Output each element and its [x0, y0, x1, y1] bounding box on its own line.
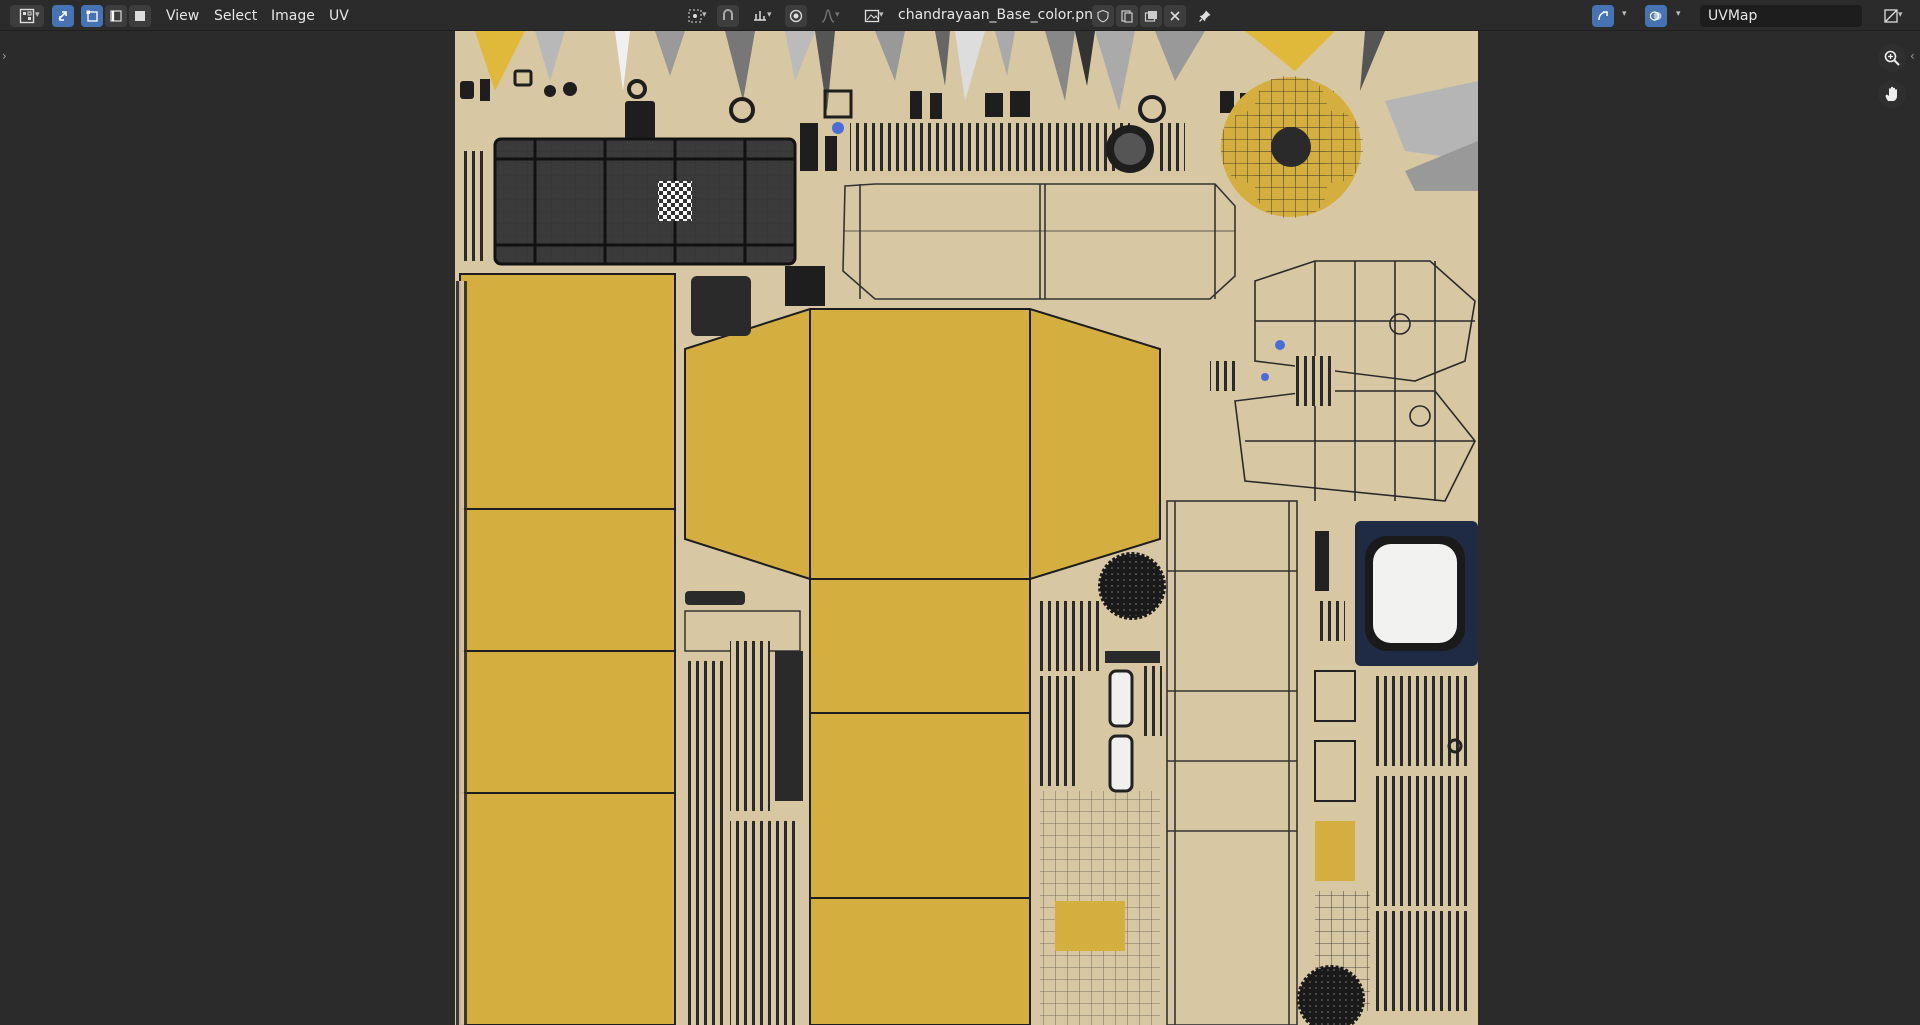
display-mode-button[interactable]: ▾ — [1874, 5, 1908, 27]
pin-button[interactable] — [1194, 5, 1216, 27]
right-mesh-lattice — [1234, 260, 1476, 502]
yellow-panels-left — [459, 273, 676, 1025]
fake-user-button[interactable] — [1092, 5, 1114, 27]
chevron-down-icon: ▾ — [702, 10, 707, 20]
gizmo-icon — [1598, 11, 1608, 21]
falloff-button[interactable]: ▾ — [811, 5, 845, 27]
tick-row — [800, 123, 1185, 173]
dark-solar-panel — [460, 137, 797, 266]
menu-select[interactable]: Select — [214, 8, 258, 24]
navy-porthole — [1355, 521, 1478, 666]
uv-sync-icon — [58, 11, 67, 21]
unlink-icon — [1170, 11, 1180, 21]
zoom-icon — [1884, 50, 1900, 66]
overlay-toggle-button[interactable] — [1645, 5, 1667, 27]
pan-button[interactable] — [1878, 80, 1906, 108]
uv-texture-canvas[interactable] — [455, 31, 1478, 1025]
edge-select-icon — [110, 10, 122, 22]
menu-uv[interactable]: UV — [329, 8, 349, 24]
right-small-parts — [1314, 531, 1470, 1011]
yellow-panels-center — [809, 578, 1031, 1025]
beige-column-right — [1166, 500, 1298, 1025]
vertex-select-icon — [86, 10, 98, 22]
editor-type-image-icon — [19, 8, 35, 24]
chevron-down-icon: ▾ — [767, 10, 772, 20]
image-browse-button[interactable]: ▾ — [855, 5, 889, 27]
image-editor-header: ▾ View Select Image UV ▾ — [0, 0, 1920, 31]
overlay-icon — [1649, 11, 1662, 21]
sidebar-expand-arrow[interactable]: ‹ — [1910, 49, 1915, 63]
chevron-down-icon: ▾ — [1898, 10, 1903, 20]
chevron-down-icon: ▾ — [835, 10, 840, 20]
vertex-select-button[interactable] — [81, 5, 103, 27]
new-image-button[interactable] — [1116, 5, 1138, 27]
snap-toggle-button[interactable] — [717, 5, 739, 27]
proportional-edit-button[interactable] — [785, 5, 807, 27]
new-image-icon — [1121, 10, 1133, 23]
texture-image — [455, 31, 1478, 1025]
open-image-button[interactable] — [1140, 5, 1162, 27]
chevron-down-icon[interactable]: ▾ — [1676, 9, 1681, 19]
menu-view[interactable]: View — [166, 8, 200, 24]
edge-select-button[interactable] — [105, 5, 127, 27]
zoom-button[interactable] — [1878, 44, 1906, 72]
snap-target-button[interactable]: ▾ — [743, 5, 777, 27]
face-select-icon — [135, 11, 145, 21]
pin-icon — [1199, 10, 1211, 22]
fake-user-shield-icon — [1097, 9, 1109, 23]
face-select-button[interactable] — [129, 5, 151, 27]
hand-pan-icon — [1885, 86, 1897, 101]
image-name-field[interactable]: chandrayaan_Base_color.png — [890, 4, 1102, 27]
toolbar-expand-arrow[interactable]: › — [2, 49, 7, 63]
chevron-down-icon: ▾ — [879, 10, 884, 20]
image-browse-icon — [864, 9, 880, 23]
chevron-down-icon[interactable]: ▾ — [1622, 9, 1627, 19]
falloff-icon — [821, 9, 835, 23]
menu-image[interactable]: Image — [271, 8, 315, 24]
unlink-image-button[interactable] — [1164, 5, 1186, 27]
pivot-point-button[interactable]: ▾ — [678, 5, 712, 27]
proportional-edit-icon — [789, 9, 803, 23]
snap-increment-icon — [754, 11, 766, 21]
open-image-icon — [1144, 11, 1157, 22]
snap-icon — [723, 9, 733, 20]
uv-sync-button[interactable] — [52, 5, 74, 27]
chevron-down-icon: ▾ — [35, 10, 40, 20]
small-parts-row — [460, 69, 1343, 146]
editor-type-button[interactable]: ▾ — [10, 5, 44, 27]
radiator-petals — [1221, 76, 1363, 218]
yellow-octagon — [684, 308, 1161, 580]
gizmo-toggle-button[interactable] — [1592, 5, 1614, 27]
top-gradient-rays — [475, 31, 1478, 191]
pivot-icon — [688, 9, 702, 23]
beige-capsule-outline — [842, 183, 1236, 300]
display-mode-icon — [1884, 9, 1898, 23]
uv-map-field[interactable]: UVMap — [1700, 5, 1862, 27]
